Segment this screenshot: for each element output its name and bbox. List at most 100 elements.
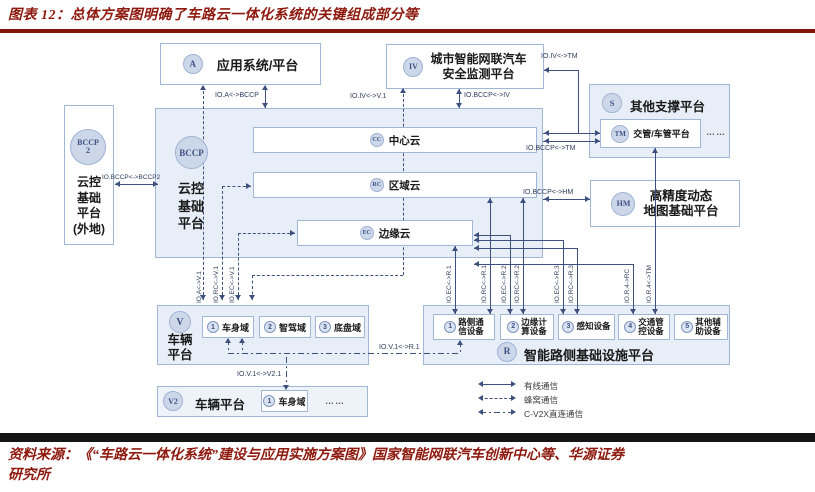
connector-iv-tm-v [578,70,579,133]
legend-label-wired: 有线通信 [524,381,559,391]
arrowhead [400,88,406,93]
source-line-2: 研究所 [8,468,50,484]
device-aux-l2: 助设备 [695,326,721,336]
arrowhead [262,85,268,90]
connector-bccp-bccp2 [115,184,158,185]
central-cloud-box: CC 中心云 [253,127,537,153]
connector-a-bccp [265,86,266,108]
io-label-iv-v1: IO.IV<->V.1 [350,93,387,100]
arrowhead [200,85,206,90]
bccp2-l3: 平台 [76,206,101,221]
hm-label-2: 地图基础平台 [643,203,719,218]
arrowhead [652,148,658,153]
connector-v1-body-b [242,339,243,353]
connector-bccp-iv [459,89,460,108]
connector-iv-tm-h [544,70,578,71]
connector-iv-tm-in [543,133,600,134]
iv-label-1: 城市智能网联汽车 [430,52,527,67]
device-edge-l1: 边缘计 [521,316,547,327]
bccp2-l2: 基础 [76,190,101,205]
device-num-3: 3 [562,321,575,333]
connector-ec-v1 [238,233,239,300]
bccp2-l4: (外地) [73,221,105,236]
badge-ec: EC [359,226,374,240]
badge-r: R [497,342,517,362]
arrowhead [585,196,590,202]
arrowhead [474,261,479,267]
connector-v1-r1-up [460,341,461,353]
badge-bccp2-line1: BCCP [77,138,99,147]
support-ellipsis: …… [706,127,726,137]
badge-v2: V2 [163,391,183,411]
io-label-ec-r3: IO.EC<->R.3 [554,265,561,303]
arrowhead [520,309,526,314]
regional-cloud-box: RC 区域云 [253,172,537,198]
badge-v: V [169,311,191,333]
connector-ec-stub [238,233,295,234]
connector-ec-r2-h [474,235,510,236]
roadside-platform-label: 智能路侧基础设施平台 [524,348,655,363]
bccp-l2: 基础 [177,198,204,214]
arrowhead [478,409,483,415]
arrowhead [474,245,479,251]
connector-ec-r3-h [474,240,563,241]
arrowhead [544,67,549,73]
arrowhead [452,309,458,314]
connector-r4-tm [655,148,656,314]
source-note: 资料来源：《“车路云一体化系统”建设与应用实施方案图》国家智能网联汽车创新中心等… [8,446,808,487]
connector-r4-rc-h [474,264,633,265]
legend-label-cv2x: C-V2X直连通信 [524,409,584,419]
badge-bccp2-line2: 2 [86,146,90,155]
connector-bccp-hm [543,199,590,200]
arrowhead [239,338,245,343]
arrowhead [456,89,462,94]
connector-a-v1 [203,86,204,300]
arrowhead [507,309,513,314]
source-line-1: 资料来源：《“车路云一体化系统”建设与应用实施方案图》国家智能网联汽车创新中心等… [8,448,624,463]
title-rule [0,29,815,33]
regional-cloud-label: 区域云 [388,179,421,192]
io-label-rc-v1: IO.RC<->V.1 [213,266,220,303]
connector-bccp-tm [543,141,600,142]
image-bottom-bar [0,433,815,442]
badge-iv: IV [403,56,424,77]
io-label-bccp-bccp2: IO.BCCP<->BCCP2 [102,174,161,181]
bccp2-platform-box [64,105,114,245]
connector-ec-r3-v [563,240,564,314]
iv-platform-box: IV 城市智能网联汽车 安全监测平台 [386,44,544,89]
arrowhead [544,138,549,144]
io-label-rc-r2: IO.RC<->R.2 [514,265,521,303]
roadside-device-sensing: 3 感知设备 [558,314,615,340]
device-comm-l2: 信设备 [458,326,484,336]
vehicle-domain-body-label: 车身域 [221,322,249,333]
vehicle-domain-body: 1 车身域 [202,316,254,338]
badge-hm: HM [611,191,636,216]
io-label-r4-tm: IO.R.4<->TM [646,265,653,303]
device-traffic-l1: 交通管 [638,316,664,327]
app-platform-label: 应用系统/平台 [216,57,299,73]
device-comm-l1: 路侧通 [458,316,484,327]
arrowhead [487,309,493,314]
vehicle2-domain-body-label: 车身域 [278,396,306,407]
connector-rc-stub [222,186,251,187]
bccp-l1: 云控 [177,181,204,196]
connector-v1-v21 [286,357,287,388]
bccp-l3: 平台 [177,216,204,232]
roadside-device-traffic: 4 交通管控设备 [618,314,670,340]
badge-rc: RC [369,178,384,192]
arrowhead [283,385,289,390]
badge-bccp: BCCP [175,136,208,169]
arrowhead [474,232,479,238]
arrowhead [478,395,483,401]
connector-rc-r2 [523,198,524,314]
legend-line-wired [480,384,512,385]
io-label-v1-r1: IO.V.1<->R.1 [379,344,420,351]
iv-label-2: 安全监测平台 [442,66,515,81]
badge-bccp2: BCCP 2 [70,129,106,165]
device-aux-l1: 其他辅 [695,316,721,327]
vehicle2-ellipsis: …… [325,396,345,406]
arrowhead [200,295,206,300]
vehicle-l2: 平台 [167,348,193,362]
legend-label-cellular: 蜂窝通信 [524,395,559,405]
vehicle-domain-chassis-label: 底盘域 [333,322,361,333]
